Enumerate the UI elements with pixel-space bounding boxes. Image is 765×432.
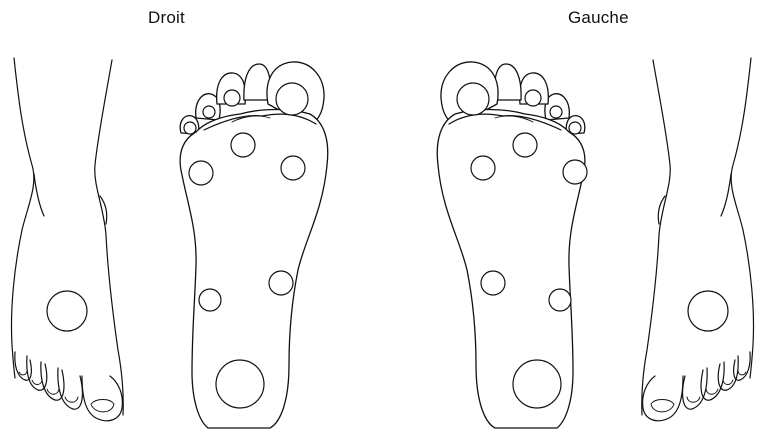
left-toenail-4: [723, 380, 733, 385]
left-toenail-3: [706, 389, 718, 394]
right-plantar-point-toe-4: [203, 106, 215, 118]
left-plantar-point-heel: [513, 360, 561, 408]
right-plantar-point-big-toe: [276, 83, 308, 115]
right-plantar-point-ball-center: [231, 133, 255, 157]
right-foot-group: [11, 58, 327, 428]
right-dorsal-point: [47, 291, 87, 331]
left-plantar-point-ball-outer: [563, 160, 587, 184]
right-toenail-2: [65, 397, 78, 402]
left-foot-plantar-view: [437, 62, 587, 428]
right-plantar-point-ball-inner: [281, 156, 305, 180]
right-foot-plantar-view: [180, 62, 328, 428]
right-dorsal-outer-contour: [11, 58, 33, 378]
left-dorsal-outer-contour: [731, 58, 753, 378]
left-dorsal-big-toe: [643, 376, 683, 421]
right-plantar-point-toe-5: [184, 122, 196, 134]
left-plantar-point-arch-outer: [549, 289, 571, 311]
right-toenail-5: [19, 371, 27, 375]
left-dorsal-toe-2: [683, 368, 708, 409]
right-foot-dorsal-view: [11, 58, 123, 421]
left-sole-outline: [437, 110, 585, 429]
right-dorsal-big-toe: [82, 376, 122, 421]
left-foot-group: [437, 58, 753, 428]
right-dorsal-inner-contour: [95, 60, 123, 415]
left-plantar-point-toe-5: [569, 122, 581, 134]
left-toenail-5: [738, 371, 746, 375]
right-plantar-point-ball-outer: [189, 161, 213, 185]
right-toenail-big: [91, 400, 114, 412]
right-dorsal-toe-5: [15, 352, 32, 380]
left-toenail-2: [687, 397, 700, 402]
left-plantar-point-big-toe: [457, 83, 489, 115]
right-plantar-point-toe-3: [224, 90, 240, 106]
right-plantar-point-arch-inner: [269, 271, 293, 295]
right-dorsal-toe-2: [58, 368, 83, 409]
left-plantar-point-arch-inner: [481, 271, 505, 295]
left-toenail-big: [651, 400, 674, 412]
left-plantar-point-toe-3: [525, 90, 541, 106]
right-toenail-3: [47, 389, 59, 394]
left-ankle-crease: [721, 174, 731, 216]
right-toenail-4: [32, 380, 42, 385]
left-foot-dorsal-view: [642, 58, 754, 421]
right-plantar-point-heel: [216, 360, 264, 408]
left-dorsal-toe-5: [734, 352, 751, 380]
right-ankle-crease: [34, 174, 44, 216]
right-plantar-point-arch-outer: [199, 289, 221, 311]
left-plantar-point-ball-center: [513, 133, 537, 157]
left-plantar-point-toe-4: [550, 106, 562, 118]
left-dorsal-point: [688, 291, 728, 331]
left-dorsal-inner-contour: [642, 60, 670, 415]
left-plantar-point-ball-inner: [471, 156, 495, 180]
